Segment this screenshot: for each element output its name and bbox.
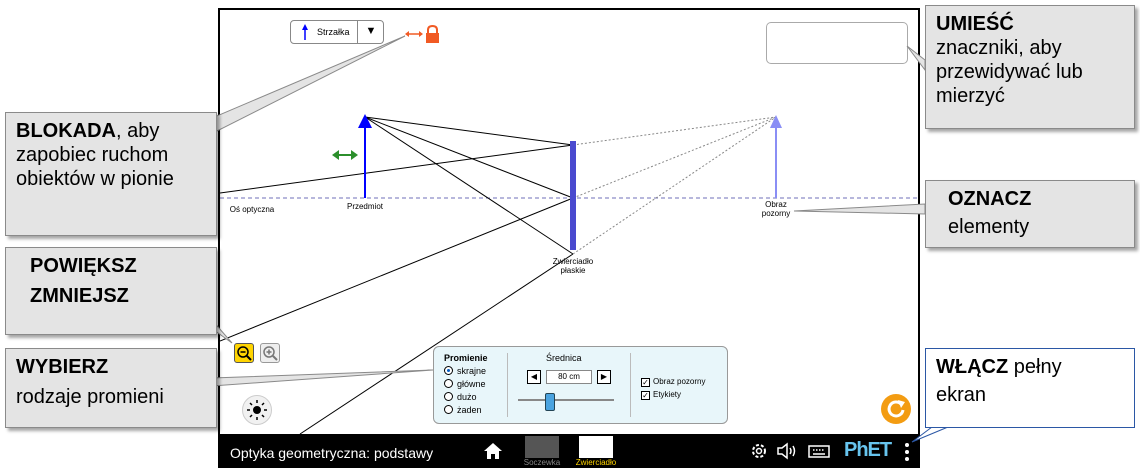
radio-principal[interactable]: główne	[444, 379, 486, 390]
callout-zoom-heading: ZMNIEJSZ	[30, 285, 129, 307]
diameter-decrement-button[interactable]: ◀	[527, 370, 541, 384]
zoom-out-icon	[237, 346, 252, 361]
callout-zoom-heading: POWIĘKSZ	[30, 255, 137, 277]
diameter-title: Średnica	[546, 353, 582, 363]
radio-button[interactable]	[444, 405, 453, 414]
lens-thumbnail	[525, 436, 559, 458]
mirror-label-line: Zwierciadło	[552, 257, 594, 266]
virtual-image-arrow	[770, 115, 782, 198]
drag-horizontal-icon	[332, 150, 358, 160]
kebab-menu-icon[interactable]	[905, 443, 909, 464]
radio-button-selected[interactable]	[444, 366, 453, 375]
double-arrow-icon	[405, 31, 423, 37]
radio-label: dużo	[457, 392, 477, 402]
checkbox-label: Obraz pozorny	[653, 377, 706, 386]
plane-mirror[interactable]	[570, 141, 576, 250]
keyboard-icon[interactable]	[808, 442, 830, 460]
object-type-combobox[interactable]: Strzałka ▼	[290, 20, 384, 44]
virtual-ray	[572, 116, 777, 255]
diameter-slider-thumb[interactable]	[545, 393, 555, 411]
callout-lock: BLOKADA, aby zapobiec ruchom obiektów w …	[5, 112, 217, 236]
callout-rays-heading: WYBIERZ	[16, 356, 109, 378]
diameter-increment-button[interactable]: ▶	[597, 370, 611, 384]
radio-button[interactable]	[444, 392, 453, 401]
object-type-label: Strzałka	[317, 27, 350, 37]
rays-title: Promienie	[444, 353, 488, 363]
mirror-label-line: płaskie	[560, 266, 586, 275]
radio-button[interactable]	[444, 379, 453, 388]
callout-rays: WYBIERZ rodzaje promieni	[5, 348, 217, 428]
callout-fullscreen-heading: WŁĄCZ	[936, 356, 1009, 378]
tab-lens[interactable]: Soczewka	[520, 436, 564, 467]
zoom-out-button[interactable]	[234, 343, 254, 363]
brightness-button[interactable]	[242, 395, 272, 425]
radio-none[interactable]: żaden	[444, 405, 482, 416]
phet-logo[interactable]: PhET	[844, 439, 892, 461]
optical-axis-label: Oś optyczna	[229, 205, 275, 214]
arrow-object-icon	[302, 24, 308, 40]
navigation-bar: Optyka geometryczna: podstawy Soczewka Z…	[220, 434, 918, 467]
reflected-ray	[220, 197, 574, 342]
virtual-ray	[572, 116, 777, 199]
callout-labels: OZNACZ elementy	[925, 180, 1135, 248]
tab-label: Soczewka	[523, 458, 561, 467]
virtual-ray	[572, 116, 777, 146]
reset-icon	[887, 400, 905, 418]
reflected-ray	[299, 253, 574, 434]
callout-zoom: POWIĘKSZ ZMNIEJSZ	[5, 247, 217, 335]
lock-toggle[interactable]	[405, 25, 441, 45]
reflected-ray	[220, 144, 574, 194]
callout-fullscreen-text: pełny	[1008, 356, 1062, 378]
sound-icon[interactable]	[776, 442, 798, 460]
callout-lock-text: , aby zapobiec ruchom obiektów w pionie	[16, 120, 174, 190]
callout-lock-heading: BLOKADA	[16, 120, 116, 142]
virtual-image-label-line: pozorny	[761, 209, 791, 218]
virtual-image-label: Obraz pozorny	[746, 200, 806, 218]
simulation-window: Oś optyczna Przedmiot Obraz pozorny Zwie…	[218, 8, 920, 468]
object-arrow[interactable]	[358, 114, 372, 198]
object-label: Przedmiot	[346, 202, 383, 211]
radio-label: żaden	[457, 405, 482, 415]
zoom-in-icon	[263, 346, 278, 361]
callout-markers-text: znaczniki, aby przewidywać lub mierzyć	[936, 37, 1083, 107]
mirror-thumbnail	[579, 436, 613, 458]
zoom-in-button[interactable]	[260, 343, 280, 363]
checkbox-checked[interactable]: ✓	[641, 391, 650, 400]
radio-label: skrajne	[457, 366, 487, 376]
combobox-dropdown-button[interactable]: ▼	[357, 20, 384, 44]
panel-divider	[630, 353, 631, 417]
measurement-toolbox	[766, 22, 908, 64]
mirror-label: Zwierciadło płaskie	[543, 257, 603, 275]
diameter-slider-track[interactable]	[518, 399, 614, 401]
reset-all-button[interactable]	[881, 394, 911, 424]
diameter-value: 80 cm	[546, 370, 592, 384]
virtual-image-label-line: Obraz	[765, 200, 787, 209]
radio-many[interactable]: dużo	[444, 392, 477, 403]
ray	[364, 116, 574, 255]
tab-mirror[interactable]: Zwierciadło	[574, 436, 618, 467]
brightness-icon	[247, 400, 267, 420]
lock-icon	[426, 25, 439, 43]
callout-labels-heading: OZNACZ	[948, 188, 1032, 210]
callout-fullscreen: WŁĄCZ pełny ekran	[925, 348, 1135, 428]
callout-markers-heading: UMIEŚĆ	[936, 13, 1014, 35]
callout-markers: UMIEŚĆ znaczniki, aby przewidywać lub mi…	[925, 5, 1135, 129]
rays-control-panel: Promienie skrajne główne dużo żaden Śred…	[433, 346, 728, 424]
home-icon[interactable]	[483, 442, 503, 460]
callout-labels-text: elementy	[948, 216, 1030, 238]
callout-rays-text: rodzaje promieni	[16, 386, 164, 408]
sim-title: Optyka geometryczna: podstawy	[230, 445, 434, 461]
radio-marginal[interactable]: skrajne	[444, 366, 486, 377]
virtual-image-checkbox[interactable]: ✓Obraz pozorny	[641, 377, 705, 387]
ray	[364, 116, 574, 146]
callout-fullscreen-text: ekran	[936, 384, 987, 406]
radio-label: główne	[457, 379, 486, 389]
settings-icon[interactable]	[750, 442, 768, 460]
labels-checkbox[interactable]: ✓Etykiety	[641, 390, 681, 400]
panel-divider	[507, 353, 508, 417]
checkbox-checked[interactable]: ✓	[641, 378, 650, 387]
tab-label: Zwierciadło	[575, 458, 617, 467]
checkbox-label: Etykiety	[653, 390, 682, 399]
